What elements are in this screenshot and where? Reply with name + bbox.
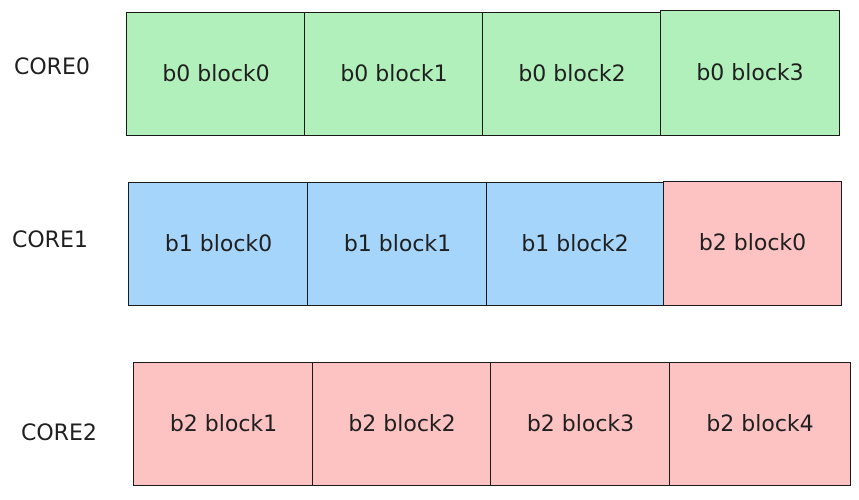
core0-block-0: b0 block0	[126, 12, 306, 136]
core1-block-3: b2 block0	[663, 181, 842, 306]
core0-row: b0 block0 b0 block1 b0 block2 b0 block3	[126, 10, 842, 136]
block-label: b1 block2	[521, 231, 629, 257]
block-label: b2 block3	[526, 411, 635, 437]
core1-row: b1 block0 b1 block1 b1 block2 b2 block0	[128, 181, 844, 306]
block-label: b2 block4	[706, 411, 814, 437]
core0-block-2: b0 block2	[482, 12, 662, 136]
block-label: b2 block0	[698, 231, 807, 256]
core2-row: b2 block1 b2 block2 b2 block3 b2 block4	[133, 362, 851, 486]
core0-block-3: b0 block3	[660, 10, 840, 136]
block-label: b2 block1	[169, 411, 278, 437]
block-label: b1 block1	[343, 231, 452, 257]
core2-block-2: b2 block3	[490, 362, 671, 486]
block-label: b2 block2	[348, 411, 456, 437]
core1-block-0: b1 block0	[128, 182, 309, 306]
block-label: b1 block0	[164, 231, 273, 257]
core1-block-2: b1 block2	[486, 182, 664, 306]
core2-block-3: b2 block4	[669, 362, 851, 486]
block-label: b0 block3	[696, 60, 804, 86]
block-label: b0 block0	[162, 61, 270, 87]
core1-block-1: b1 block1	[307, 182, 488, 306]
core1-label: CORE1	[12, 228, 88, 253]
block-label: b0 block2	[518, 61, 626, 87]
core2-block-1: b2 block2	[312, 362, 492, 486]
core0-label: CORE0	[14, 55, 90, 80]
core2-label: CORE2	[21, 421, 97, 446]
core0-block-1: b0 block1	[304, 12, 484, 136]
core2-block-0: b2 block1	[133, 362, 314, 486]
block-label: b0 block1	[340, 61, 448, 87]
